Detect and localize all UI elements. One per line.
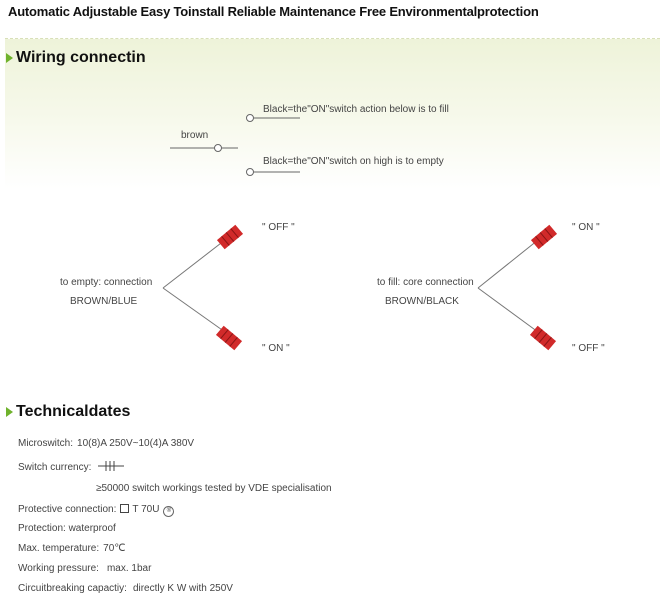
right-lower-lead <box>477 287 539 333</box>
technical-heading: Technicaldates <box>6 403 130 421</box>
capacitor-symbol-icon <box>98 461 125 471</box>
page-title: Automatic Adjustable Easy Toinstall Reli… <box>8 4 539 19</box>
max-temperature-value: 70℃ <box>103 543 126 554</box>
left-lower-lead <box>162 287 226 333</box>
max-temperature-label: Max. temperature: <box>18 543 100 554</box>
fill-terminal <box>246 114 254 122</box>
wiring-panel <box>5 38 660 189</box>
switch-currency-label: Switch currency: <box>18 462 92 473</box>
working-pressure-line: Working pressure: max. 1bar <box>18 563 151 574</box>
microswitch-label: Microswitch: <box>18 438 74 449</box>
left-top-state: " OFF " <box>262 222 295 233</box>
max-temperature-line: Max. temperature:70℃ <box>18 543 126 554</box>
technical-heading-text: Technicaldates <box>16 403 131 420</box>
left-wires-label: BROWN/BLUE <box>70 296 138 307</box>
working-pressure-value: max. 1bar <box>106 563 152 574</box>
switch-currency-line: Switch currency: <box>18 460 125 473</box>
left-bottom-switch-icon <box>215 325 243 351</box>
left-connection-label: to empty: connection <box>60 277 153 288</box>
right-bottom-switch-icon <box>529 325 557 351</box>
brown-label: brown <box>181 130 209 141</box>
circuitbreaking-value: directly K W with 250V <box>132 583 233 594</box>
protection-line: Protection: waterproof <box>18 523 116 534</box>
protective-line: Protective connection: T 70U® <box>18 504 175 517</box>
wiring-heading: Wiring connectin <box>6 49 146 67</box>
right-wires-label: BROWN/BLACK <box>385 296 459 307</box>
working-pressure-label: Working pressure: <box>18 563 99 574</box>
left-upper-lead <box>162 239 226 289</box>
right-connection-label: to fill: core connection <box>377 277 474 288</box>
brown-terminal <box>214 144 222 152</box>
circuitbreaking-line: Circuitbreaking capactiy: directly K W wi… <box>18 583 233 594</box>
left-top-switch-icon <box>216 224 244 250</box>
right-bottom-state: " OFF " <box>572 343 605 354</box>
empty-terminal <box>246 168 254 176</box>
green-triangle-icon <box>6 407 13 417</box>
circuitbreaking-label: Circuitbreaking capactiy: <box>18 583 127 594</box>
microswitch-line: Microswitch:10(8)A 250V~10(4)A 380V <box>18 438 194 449</box>
left-bottom-state: " ON " <box>262 343 290 354</box>
microswitch-value: 10(8)A 250V~10(4)A 380V <box>77 438 195 449</box>
right-top-state: " ON " <box>572 222 600 233</box>
vde-note: ≥50000 switch workings tested by VDE spe… <box>96 483 332 494</box>
square-symbol-icon <box>120 504 130 513</box>
green-triangle-icon <box>6 53 13 63</box>
black-empty-label: Black=the"ON"switch on high is to empty <box>263 156 444 167</box>
protective-label: Protective connection: <box>18 504 117 515</box>
right-top-switch-icon <box>530 224 558 250</box>
black-fill-label: Black=the"ON"switch action below is to f… <box>263 104 449 115</box>
protective-value: T 70U <box>132 504 160 515</box>
certification-circle-icon: ® <box>163 506 175 517</box>
wiring-heading-text: Wiring connectin <box>16 49 146 66</box>
right-upper-lead <box>477 239 539 289</box>
